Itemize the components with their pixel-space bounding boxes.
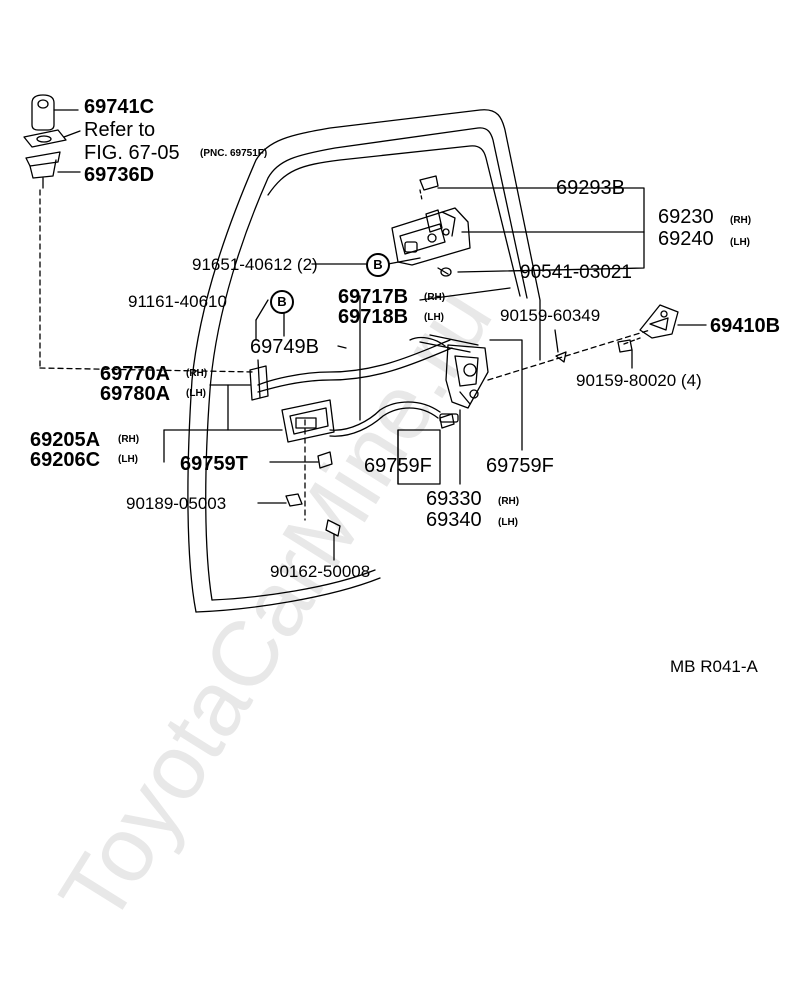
circle-b-marker-lower: B xyxy=(270,290,294,314)
diagram-code: MB R041-A xyxy=(670,657,758,676)
label-refer-to: Refer to xyxy=(84,119,156,141)
label-90159-60349: 90159-60349 xyxy=(500,306,601,325)
label-69330: 69330 xyxy=(426,488,482,510)
rod-clips xyxy=(269,339,523,485)
label-90162-50008: 90162-50008 xyxy=(270,562,371,581)
bolts xyxy=(257,409,461,561)
label-69410b: 69410B xyxy=(710,315,781,337)
label-91651-40612: 91651-40612 (2) xyxy=(192,255,318,274)
label-69759f-left: 69759F xyxy=(364,455,432,477)
door-lock xyxy=(439,329,651,423)
label-69759t: 69759T xyxy=(180,453,248,475)
label-69780a-lh: (LH) xyxy=(186,388,206,399)
label-69240-lh: (LH) xyxy=(730,237,750,248)
label-69293b: 69293B xyxy=(556,177,625,199)
door-frame xyxy=(187,109,541,613)
label-90159-80020: 90159-80020 (4) xyxy=(576,371,702,390)
circle-b-marker-upper: B xyxy=(366,253,390,277)
label-91161-40610: 91161-40610 xyxy=(128,292,227,311)
label-90541-03021: 90541-03021 xyxy=(520,262,632,283)
label-69205a: 69205A xyxy=(30,429,101,451)
label-69717b: 69717B xyxy=(338,286,409,308)
lock-cylinder xyxy=(209,359,269,431)
label-69205a-rh: (RH) xyxy=(118,434,140,445)
label-90189-05003: 90189-05003 xyxy=(126,494,227,513)
striker xyxy=(617,304,707,369)
label-69759f-right: 69759F xyxy=(486,455,554,477)
label-69230-rh: (RH) xyxy=(730,215,752,226)
leaders xyxy=(255,257,511,349)
label-69741c: 69741C xyxy=(84,96,155,118)
label-69230: 69230 xyxy=(658,206,714,228)
label-pnc-note: (PNC. 69751F) xyxy=(200,148,268,159)
control-rods xyxy=(257,295,479,437)
label-69240: 69240 xyxy=(658,228,714,250)
inside-handle xyxy=(391,175,645,277)
label-69717b-rh: (RH) xyxy=(424,292,446,303)
outside-handle xyxy=(163,399,335,463)
label-69340: 69340 xyxy=(426,509,482,531)
label-69718b-lh: (LH) xyxy=(424,312,444,323)
label-69340-lh: (LH) xyxy=(498,517,518,528)
label-69206c: 69206C xyxy=(30,449,101,471)
label-fig-ref: FIG. 67-05 xyxy=(84,142,180,164)
label-69770a: 69770A xyxy=(100,363,171,385)
label-69736d: 69736D xyxy=(84,164,155,186)
label-69770a-rh: (RH) xyxy=(186,368,208,379)
label-69206c-lh: (LH) xyxy=(118,454,138,465)
lock-knob-parts xyxy=(23,94,256,373)
label-69749b: 69749B xyxy=(250,336,319,358)
label-69780a: 69780A xyxy=(100,383,171,405)
label-69718b: 69718B xyxy=(338,306,409,328)
label-69330-rh: (RH) xyxy=(498,496,520,507)
